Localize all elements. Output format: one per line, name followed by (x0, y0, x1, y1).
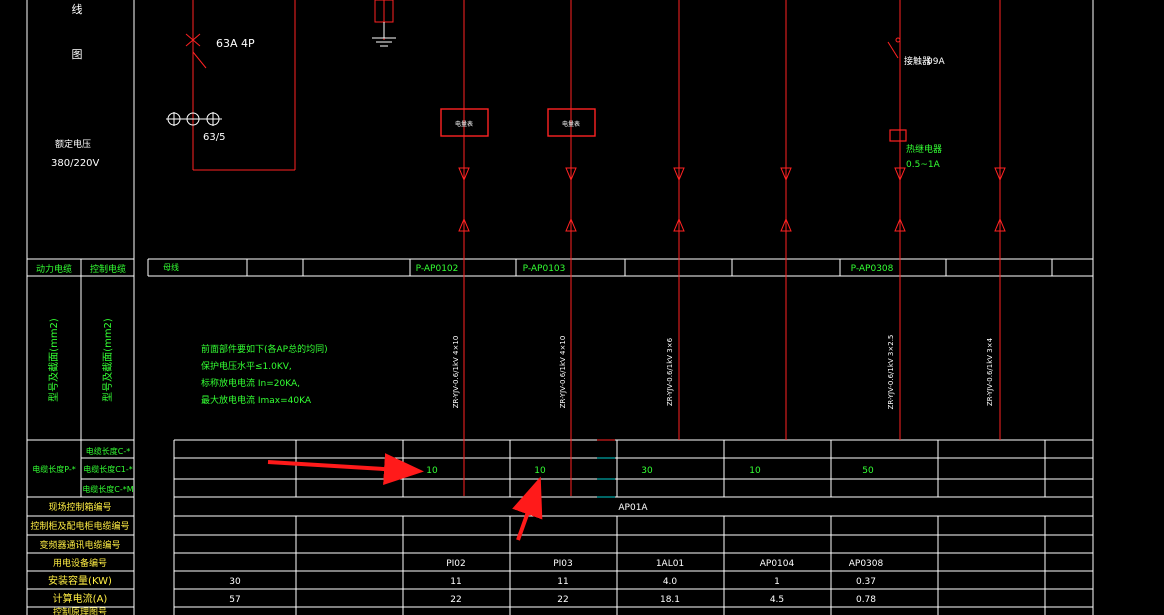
note-line: 最大放电电流 Imax=40KA (201, 394, 312, 406)
calc-current-value: 4.5 (770, 595, 784, 605)
plug-symbols (458, 167, 1006, 232)
row-label-equipment: 用电设备编号 (53, 557, 107, 569)
plug-down-icon (780, 167, 792, 182)
installed-kw-value: 0.37 (856, 577, 876, 587)
title-char-1: 线 (72, 2, 83, 16)
relay-range: 0.5~1A (906, 160, 941, 170)
feeder-lines (185, 0, 1001, 496)
row-label-field-box: 现场控制箱编号 (48, 501, 111, 513)
rated-voltage-label: 额定电压 (55, 138, 91, 150)
row-label-vfd: 变频器通讯电缆编号 (39, 539, 120, 551)
equipment-id: 1AL01 (656, 559, 684, 569)
calc-current-value: 0.78 (856, 595, 876, 605)
control-cable-header: 控制电缆 (90, 263, 126, 275)
socket-up-icon (780, 217, 792, 232)
installed-kw-value: 1 (774, 577, 780, 587)
power-cable-header: 动力电缆 (36, 263, 72, 275)
meter-label: 电量表 (455, 120, 473, 128)
cable-length-value: 50 (862, 466, 874, 476)
plug-down-icon (565, 167, 577, 182)
cable-length-value: 30 (641, 466, 653, 476)
busbar-label: 母线 (163, 262, 179, 272)
row-label-extra: 控制原理图号 (53, 606, 107, 615)
meter-label: 电量表 (562, 120, 580, 128)
cable-type: ZR-YJV-0.6/1kV 3×2.5 (887, 335, 895, 410)
cable-type: ZR-YJV-0.6/1kV 4×10 (452, 336, 460, 409)
length-ccm-label: 电缆长度C-*M (82, 484, 133, 494)
current-transformer-icon (166, 112, 222, 126)
data-table-grid (173, 439, 1093, 615)
equipment-id: AP0308 (849, 559, 884, 569)
contactor-label: 接触器 (904, 55, 931, 67)
circuit-label: P-AP0103 (523, 264, 566, 274)
installed-kw-value: 30 (229, 577, 241, 587)
plug-down-icon (458, 167, 470, 182)
annotation-arrow (512, 476, 543, 541)
main-breaker-rating: 63A 4P (216, 37, 255, 50)
circuit-label: P-AP0102 (416, 264, 459, 274)
cable-type: ZR-YJV-0.6/1kV 3×6 (666, 337, 674, 406)
frame-lines (26, 0, 1094, 615)
socket-up-icon (673, 217, 685, 232)
power-section-header: 型号及截面(mm2) (47, 318, 60, 402)
socket-up-icon (565, 217, 577, 232)
row-label-calc-current: 计算电流(A) (53, 592, 108, 605)
equipment-id: AP0104 (760, 559, 795, 569)
accent-segments (597, 439, 615, 498)
socket-up-icon (458, 217, 470, 232)
installed-kw-value: 11 (557, 577, 568, 587)
note-line: 保护电压水平≤1.0KV, (201, 360, 292, 372)
socket-up-icon (894, 217, 906, 232)
calc-current-value: 57 (229, 595, 240, 605)
plug-down-icon (673, 167, 685, 182)
cable-length-value: 10 (749, 466, 761, 476)
length-ci-label: 电缆长度C1-* (83, 464, 133, 474)
circuit-row-grid (147, 258, 1093, 277)
contactor-rating: 09A (927, 57, 945, 67)
ct-ratio: 63/5 (203, 132, 225, 143)
socket-up-icon (994, 217, 1006, 232)
cable-type: ZR-YJV-0.6/1kV 3×4 (986, 337, 994, 406)
circuit-label: P-AP0308 (851, 264, 894, 274)
relay-label: 热继电器 (906, 143, 942, 155)
rated-voltage-value: 380/220V (51, 158, 100, 169)
row-label-panel: 控制柜及配电柜电缆编号 (30, 520, 129, 532)
cable-length-value: 10 (534, 466, 546, 476)
plug-down-icon (894, 167, 906, 182)
calc-current-value: 22 (557, 595, 568, 605)
equipment-id: PI02 (446, 559, 466, 569)
length-c-label: 电缆长度C-* (86, 446, 130, 456)
note-line: 前面部件要如下(各AP总的均同) (201, 343, 328, 355)
annotation-arrow (267, 453, 424, 486)
equipment-id: PI03 (553, 559, 573, 569)
panel-value: AP01A (618, 503, 648, 513)
row-label-installed-kw: 安装容量(KW) (48, 574, 112, 587)
title-char-2: 图 (72, 48, 83, 61)
cable-type: ZR-YJV-0.6/1kV 4×10 (559, 336, 567, 409)
plug-down-icon (994, 167, 1006, 182)
installed-kw-value: 4.0 (663, 577, 678, 587)
calc-current-value: 22 (450, 595, 461, 605)
note-line: 标称放电电流 In=20KA, (201, 377, 300, 389)
control-section-header: 型号及截面(mm2) (101, 318, 114, 402)
cable-length-value: 10 (426, 466, 438, 476)
calc-current-value: 18.1 (660, 595, 680, 605)
ground-icon (372, 2, 396, 47)
length-p-label: 电缆长度P-* (32, 464, 76, 474)
installed-kw-value: 11 (450, 577, 461, 587)
